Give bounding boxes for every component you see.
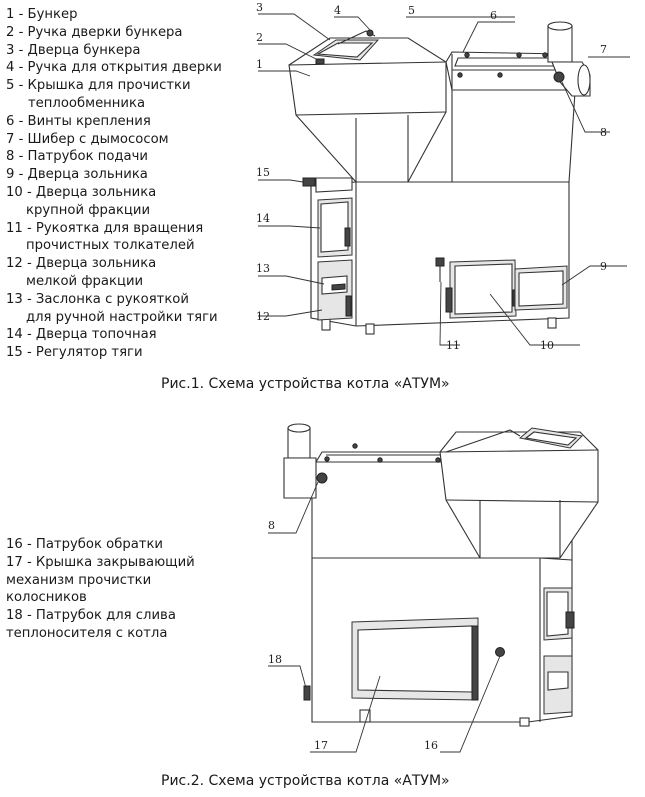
legend-item: 14 - Дверца топочная xyxy=(6,327,157,343)
legend-item: 8 - Патрубок подачи xyxy=(6,149,148,165)
legend-item: 11 - Рукоятка для вращения xyxy=(6,220,204,236)
figure-2-caption: Рис.2. Схема устройства котла «АТУМ» xyxy=(161,773,450,789)
legend-item: 16 - Патрубок обратки xyxy=(6,537,164,552)
legend-item: 4 - Ручка для открытия дверки xyxy=(6,60,222,76)
callout-18: 18 xyxy=(268,653,282,666)
legend-item: прочистных толкателей xyxy=(26,238,195,254)
boiler-back-view xyxy=(283,423,599,727)
callout-14: 14 xyxy=(256,212,270,225)
figure-1-callouts: 3 2 1 4 5 6 7 8 9 10 11 12 13 14 15 xyxy=(256,1,607,352)
legend-figure-1: 1 - Бункер 2 - Ручка дверки бункера 3 - … xyxy=(6,6,222,362)
figure-1-leaders xyxy=(258,13,630,346)
legend-item: теплообменника xyxy=(28,95,146,111)
callout-10: 10 xyxy=(540,339,554,352)
legend-item: 3 - Дверца бункера xyxy=(6,42,141,58)
legend-item: 2 - Ручка дверки бункера xyxy=(6,24,183,40)
legend-item: теплоносителя с котла xyxy=(6,625,168,641)
callout-13: 13 xyxy=(256,262,270,275)
callout-1: 1 xyxy=(256,58,263,71)
legend-item: 7 - Шибер с дымососом xyxy=(6,131,169,147)
legend-item: 17 - Крышка закрывающий xyxy=(6,554,195,570)
callout-9: 9 xyxy=(600,260,607,273)
callout-4: 4 xyxy=(334,4,341,17)
draft-regulator xyxy=(315,177,353,193)
legend-item: 1 - Бункер xyxy=(6,7,78,22)
legend-item: для ручной настройки тяги xyxy=(26,309,218,325)
legend-item: 12 - Дверца зольника xyxy=(6,256,157,272)
figure-2-callouts: 8 18 17 16 xyxy=(268,519,438,752)
legend-item: 18 - Патрубок для слива xyxy=(6,608,176,624)
legend-item: 6 - Винты крепления xyxy=(6,113,151,129)
legend-item: 15 - Регулятор тяги xyxy=(6,345,143,361)
legend-item: 9 - Дверца зольника xyxy=(6,167,148,183)
legend-item: мелкой фракции xyxy=(26,273,144,289)
callout-7: 7 xyxy=(600,43,607,56)
legend-item: крупной фракции xyxy=(26,202,151,218)
callout-16: 16 xyxy=(424,739,438,752)
callout-3: 3 xyxy=(256,1,263,14)
callout-12: 12 xyxy=(256,310,270,323)
legend-item: 13 - Заслонка с рукояткой xyxy=(6,291,189,307)
legend-figure-2: 16 - Патрубок обратки 17 - Крышка закрыв… xyxy=(6,536,195,643)
callout-8: 8 xyxy=(600,126,607,139)
figure-2-leaders xyxy=(268,481,501,753)
legend-item: 10 - Дверца зольника xyxy=(6,184,157,200)
legend-item: механизм прочистки xyxy=(6,572,152,588)
hopper xyxy=(288,37,447,183)
legend-item: колосников xyxy=(6,590,87,606)
boiler-front-view xyxy=(288,21,591,335)
legend-item: 5 - Крышка для прочистки xyxy=(6,78,191,94)
callout-8-back: 8 xyxy=(268,519,275,532)
callout-5: 5 xyxy=(408,4,415,17)
callout-11: 11 xyxy=(446,339,460,352)
callout-17: 17 xyxy=(314,739,328,752)
callout-6: 6 xyxy=(490,9,497,22)
callout-15: 15 xyxy=(256,166,270,179)
callout-2: 2 xyxy=(256,31,263,44)
figure-1-caption: Рис.1. Схема устройства котла «АТУМ» xyxy=(161,376,450,392)
